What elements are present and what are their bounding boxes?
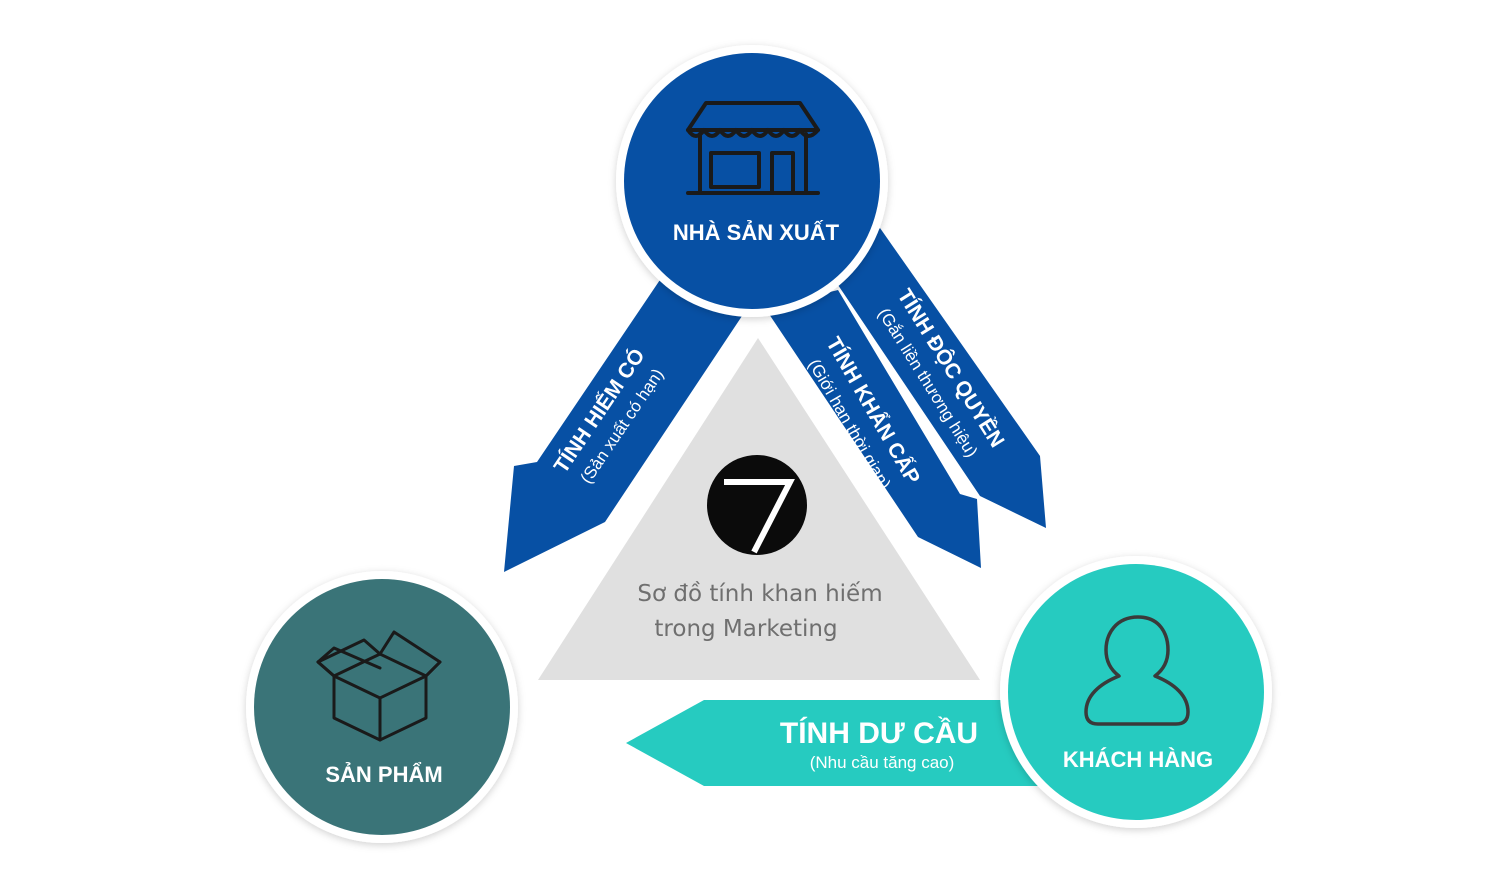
arrow-excess-demand-subtitle: (Nhu cầu tăng cao): [810, 753, 955, 772]
arrow-exclusivity-shape: [836, 228, 1046, 528]
arrow-rarity-shape: [504, 265, 742, 572]
node-product: SẢN PHẨM: [246, 571, 518, 843]
arrow-excess-demand: TÍNH DƯ CẦU (Nhu cầu tăng cao): [626, 700, 1040, 786]
brand-logo-text: 7: [0, 0, 1, 1]
node-product-label: SẢN PHẨM: [325, 762, 442, 787]
arrow-excess-demand-shape: [626, 700, 1040, 786]
brand-logo: 7: [0, 0, 807, 555]
node-manufacturer-circle: [624, 53, 880, 309]
center-caption-line1: Sơ đồ tính khan hiếm: [637, 581, 882, 607]
brand-logo-mark: [724, 479, 795, 554]
arrow-urgency-shape: [765, 290, 981, 568]
arrow-excess-demand-title: TÍNH DƯ CẦU: [780, 716, 978, 750]
node-customer-circle: [1008, 564, 1264, 820]
box-icon: [316, 630, 442, 742]
storefront-icon: [686, 101, 820, 195]
node-product-circle: [254, 579, 510, 835]
node-customer-label: KHÁCH HÀNG: [1063, 747, 1213, 772]
node-manufacturer: NHÀ SẢN XUẤT: [616, 45, 888, 317]
user-icon: [1084, 615, 1190, 726]
center-caption-line2: trong Marketing: [654, 616, 837, 642]
node-manufacturer-label: NHÀ SẢN XUẤT: [673, 220, 840, 245]
node-customer: KHÁCH HÀNG: [1000, 556, 1272, 828]
